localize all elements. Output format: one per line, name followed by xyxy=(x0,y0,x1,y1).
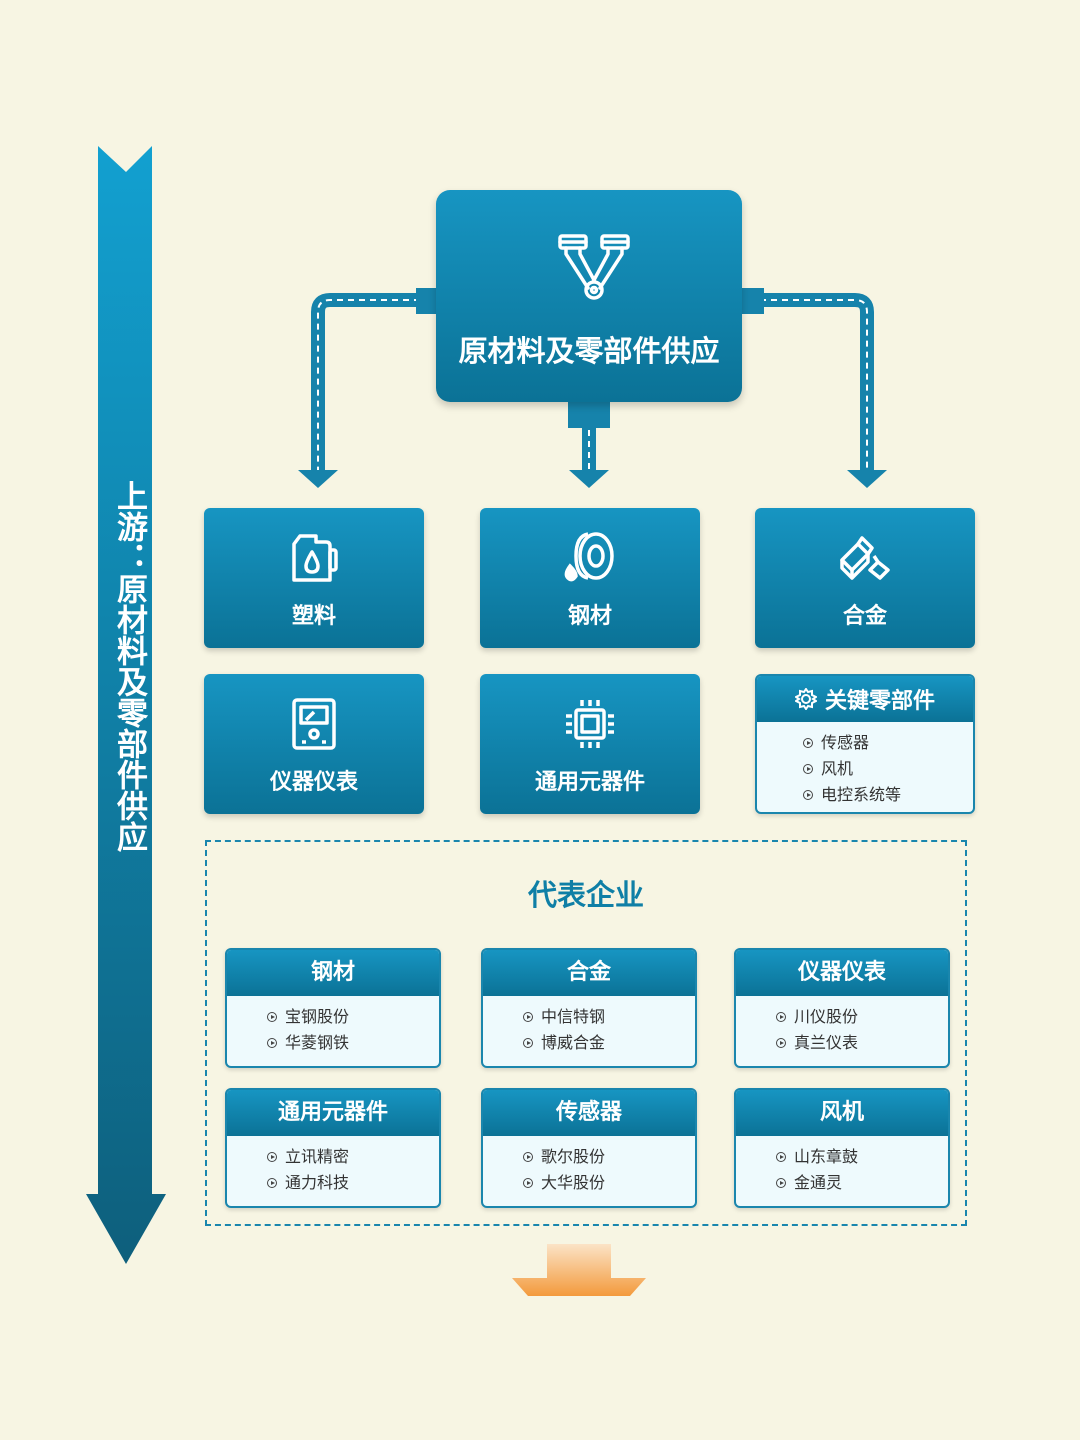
bullet-icon xyxy=(803,790,813,800)
bullet-icon xyxy=(523,1038,533,1048)
steel-roll-icon xyxy=(564,532,614,582)
list-item: 大华股份 xyxy=(523,1170,695,1196)
company-card-title: 钢材 xyxy=(227,950,439,996)
list-item: 风机 xyxy=(803,756,973,782)
category-plastic: 塑料 xyxy=(204,508,424,648)
company-card-steel: 钢材 宝钢股份 华菱钢铁 xyxy=(225,948,441,1068)
category-components: 通用元器件 xyxy=(480,674,700,814)
flow-connectors xyxy=(298,288,887,488)
chip-icon xyxy=(566,700,614,748)
gear-icon xyxy=(794,688,817,710)
bullet-icon xyxy=(776,1012,786,1022)
next-stage-arrow xyxy=(512,1244,646,1296)
company-card-alloy: 合金 中信特钢 博威合金 xyxy=(481,948,697,1068)
upstream-arrow-title: 上游：原材料及零部件供应 xyxy=(111,480,147,852)
company-card-title: 传感器 xyxy=(483,1090,695,1136)
bullet-icon xyxy=(776,1178,786,1188)
list-item: 金通灵 xyxy=(776,1170,948,1196)
category-plastic-label: 塑料 xyxy=(291,604,336,629)
companies-title: 代表企业 xyxy=(527,878,644,912)
upstream-arrow xyxy=(86,146,166,1266)
pistons-icon xyxy=(558,234,630,300)
meter-icon xyxy=(292,698,336,750)
category-components-label: 通用元器件 xyxy=(534,770,645,795)
company-card-fan: 风机 山东章鼓 金通灵 xyxy=(734,1088,950,1208)
category-alloy-label: 合金 xyxy=(842,604,887,629)
list-item: 真兰仪表 xyxy=(776,1030,948,1056)
category-alloy: 合金 xyxy=(755,508,975,648)
list-item: 川仪股份 xyxy=(776,1004,948,1030)
company-card-sensor: 传感器 歌尔股份 大华股份 xyxy=(481,1088,697,1208)
category-steel-label: 钢材 xyxy=(567,604,612,629)
top-box-label: 原材料及零部件供应 xyxy=(458,334,720,368)
company-card-title: 风机 xyxy=(736,1090,948,1136)
bullet-icon xyxy=(776,1038,786,1048)
company-card-instrument: 仪器仪表 川仪股份 真兰仪表 xyxy=(734,948,950,1068)
bullet-icon xyxy=(523,1012,533,1022)
category-instrument: 仪器仪表 xyxy=(204,674,424,814)
list-item: 通力科技 xyxy=(267,1170,439,1196)
key-parts-title: 关键零部件 xyxy=(824,689,935,714)
bullet-icon xyxy=(776,1152,786,1162)
alloy-ingot-icon xyxy=(840,536,890,580)
bullet-icon xyxy=(267,1152,277,1162)
list-item: 宝钢股份 xyxy=(267,1004,439,1030)
key-parts-card: 关键零部件 传感器 风机 电控系统等 xyxy=(755,674,975,814)
list-item: 电控系统等 xyxy=(803,782,973,808)
plastic-jug-icon xyxy=(292,534,338,582)
companies-frame xyxy=(205,840,967,1226)
company-card-components: 通用元器件 立讯精密 通力科技 xyxy=(225,1088,441,1208)
list-item: 中信特钢 xyxy=(523,1004,695,1030)
company-card-title: 合金 xyxy=(483,950,695,996)
bullet-icon xyxy=(803,764,813,774)
bullet-icon xyxy=(267,1038,277,1048)
company-card-title: 通用元器件 xyxy=(227,1090,439,1136)
list-item: 传感器 xyxy=(803,730,973,756)
list-item: 华菱钢铁 xyxy=(267,1030,439,1056)
category-steel: 钢材 xyxy=(480,508,700,648)
bullet-icon xyxy=(267,1178,277,1188)
list-item: 博威合金 xyxy=(523,1030,695,1056)
bullet-icon xyxy=(523,1178,533,1188)
top-box: 原材料及零部件供应 xyxy=(436,190,742,402)
company-card-title: 仪器仪表 xyxy=(736,950,948,996)
bullet-icon xyxy=(523,1152,533,1162)
bullet-icon xyxy=(803,738,813,748)
list-item: 山东章鼓 xyxy=(776,1144,948,1170)
list-item: 歌尔股份 xyxy=(523,1144,695,1170)
list-item: 立讯精密 xyxy=(267,1144,439,1170)
bullet-icon xyxy=(267,1012,277,1022)
key-parts-header: 关键零部件 xyxy=(757,676,973,722)
category-instrument-label: 仪器仪表 xyxy=(269,770,358,795)
